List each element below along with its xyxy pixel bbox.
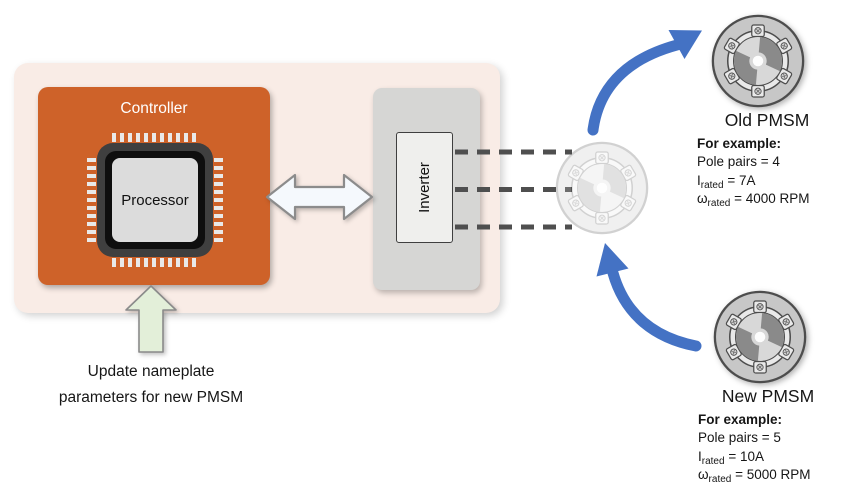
chip-pins-right (214, 158, 223, 242)
inverter-panel: Inverter (373, 88, 480, 290)
old-pmsm-pole-pairs: Pole pairs = 4 (697, 154, 780, 169)
inverter-block: Inverter (396, 132, 453, 243)
update-note-line2: parameters for new PMSM (58, 389, 244, 406)
update-note-line1: Update nameplate (87, 363, 215, 380)
processor-chip-icon: Processor (87, 133, 223, 267)
drive-system-container: Controller Processor Inverter (14, 63, 500, 313)
new-pmsm-example-label: For example: (698, 412, 783, 427)
processor-label: Processor (112, 158, 198, 242)
update-note: Update nameplate parameters for new PMSM (35, 359, 267, 411)
old-pmsm-rated-speed: ωrated = 4000 RPM (697, 191, 810, 209)
new-pmsm-specs: New PMSM For example: Pole pairs = 5 Ira… (698, 386, 845, 485)
controller-block: Controller Processor (38, 87, 270, 285)
old-pmsm-rated-current: Irated = 7A (697, 172, 756, 191)
chip-pins-bottom (112, 258, 198, 267)
old-pmsm-example-label: For example: (697, 136, 782, 151)
old-pmsm-title: Old PMSM (724, 110, 810, 130)
old-pmsm-specs: Old PMSM For example: Pole pairs = 4 Ira… (697, 110, 845, 209)
chip-pins-left (87, 158, 96, 242)
blue-curved-arrow-from-new-icon (596, 243, 702, 352)
new-pmsm-motor-icon (712, 289, 808, 385)
new-pmsm-rated-speed: ωrated = 5000 RPM (698, 467, 811, 485)
blue-curved-arrow-to-old-icon (587, 30, 702, 136)
controller-label: Controller (120, 100, 188, 117)
chip-pins-top (112, 133, 198, 142)
old-pmsm-motor-icon (710, 13, 806, 109)
ghost-motor-icon (554, 140, 650, 236)
new-pmsm-title: New PMSM (721, 386, 815, 406)
new-pmsm-rated-current: Irated = 10A (698, 448, 764, 467)
inverter-label: Inverter (415, 162, 433, 213)
new-pmsm-pole-pairs: Pole pairs = 5 (698, 430, 781, 445)
